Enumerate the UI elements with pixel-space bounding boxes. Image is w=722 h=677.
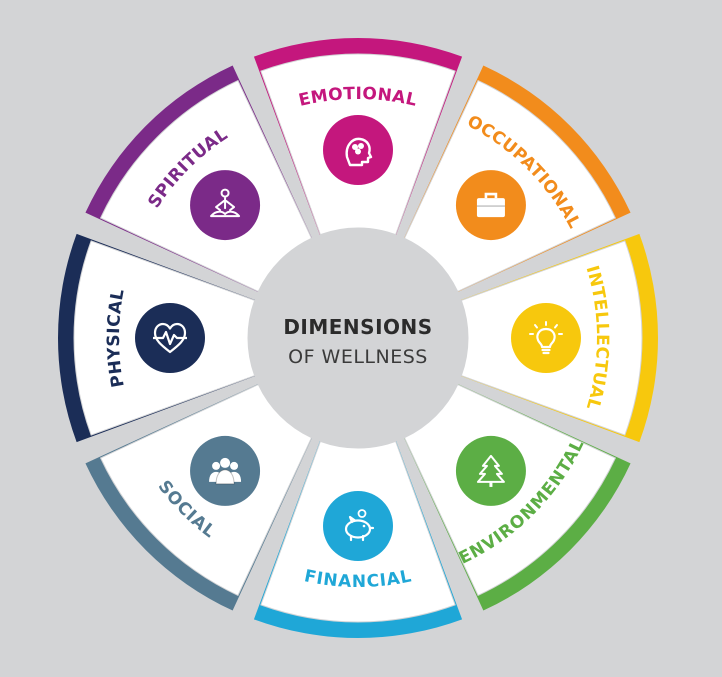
piggy-bank-icon [344,509,375,542]
segment-icon-circle-financial [323,491,393,561]
segment-spiritual: SPIRITUAL [85,65,313,293]
head-brain-icon [345,137,373,167]
segment-physical: PHYSICAL [58,233,256,443]
heart-pulse-icon [153,322,187,354]
pine-tree-icon [476,454,505,487]
segment-emotional: EMOTIONAL [253,37,463,236]
meditation-icon [210,188,241,218]
center-title-line1: DIMENSIONS [283,315,432,339]
center-title-line2: OF WELLNESS [288,346,428,368]
segment-occupational: OCCUPATIONAL [403,65,631,293]
briefcase-icon [476,192,505,218]
lightbulb-icon [529,321,563,355]
segment-financial: FINANCIAL [253,440,463,638]
segment-environmental: ENVIRONMENTAL [403,383,631,611]
people-group-icon [209,457,242,485]
segment-intellectual: INTELLECTUAL [460,233,659,443]
segment-icon-circle-environmental [455,435,526,506]
segment-icon-circle-intellectual [511,303,581,373]
center-title: DIMENSIONS OF WELLNESS [283,315,432,368]
segment-social: SOCIAL [85,383,313,611]
segments-layer: EMOTIONALOCCUPATIONALINTELLECTUALENVIRON… [58,37,659,638]
segment-icon-circle-physical [135,303,205,373]
